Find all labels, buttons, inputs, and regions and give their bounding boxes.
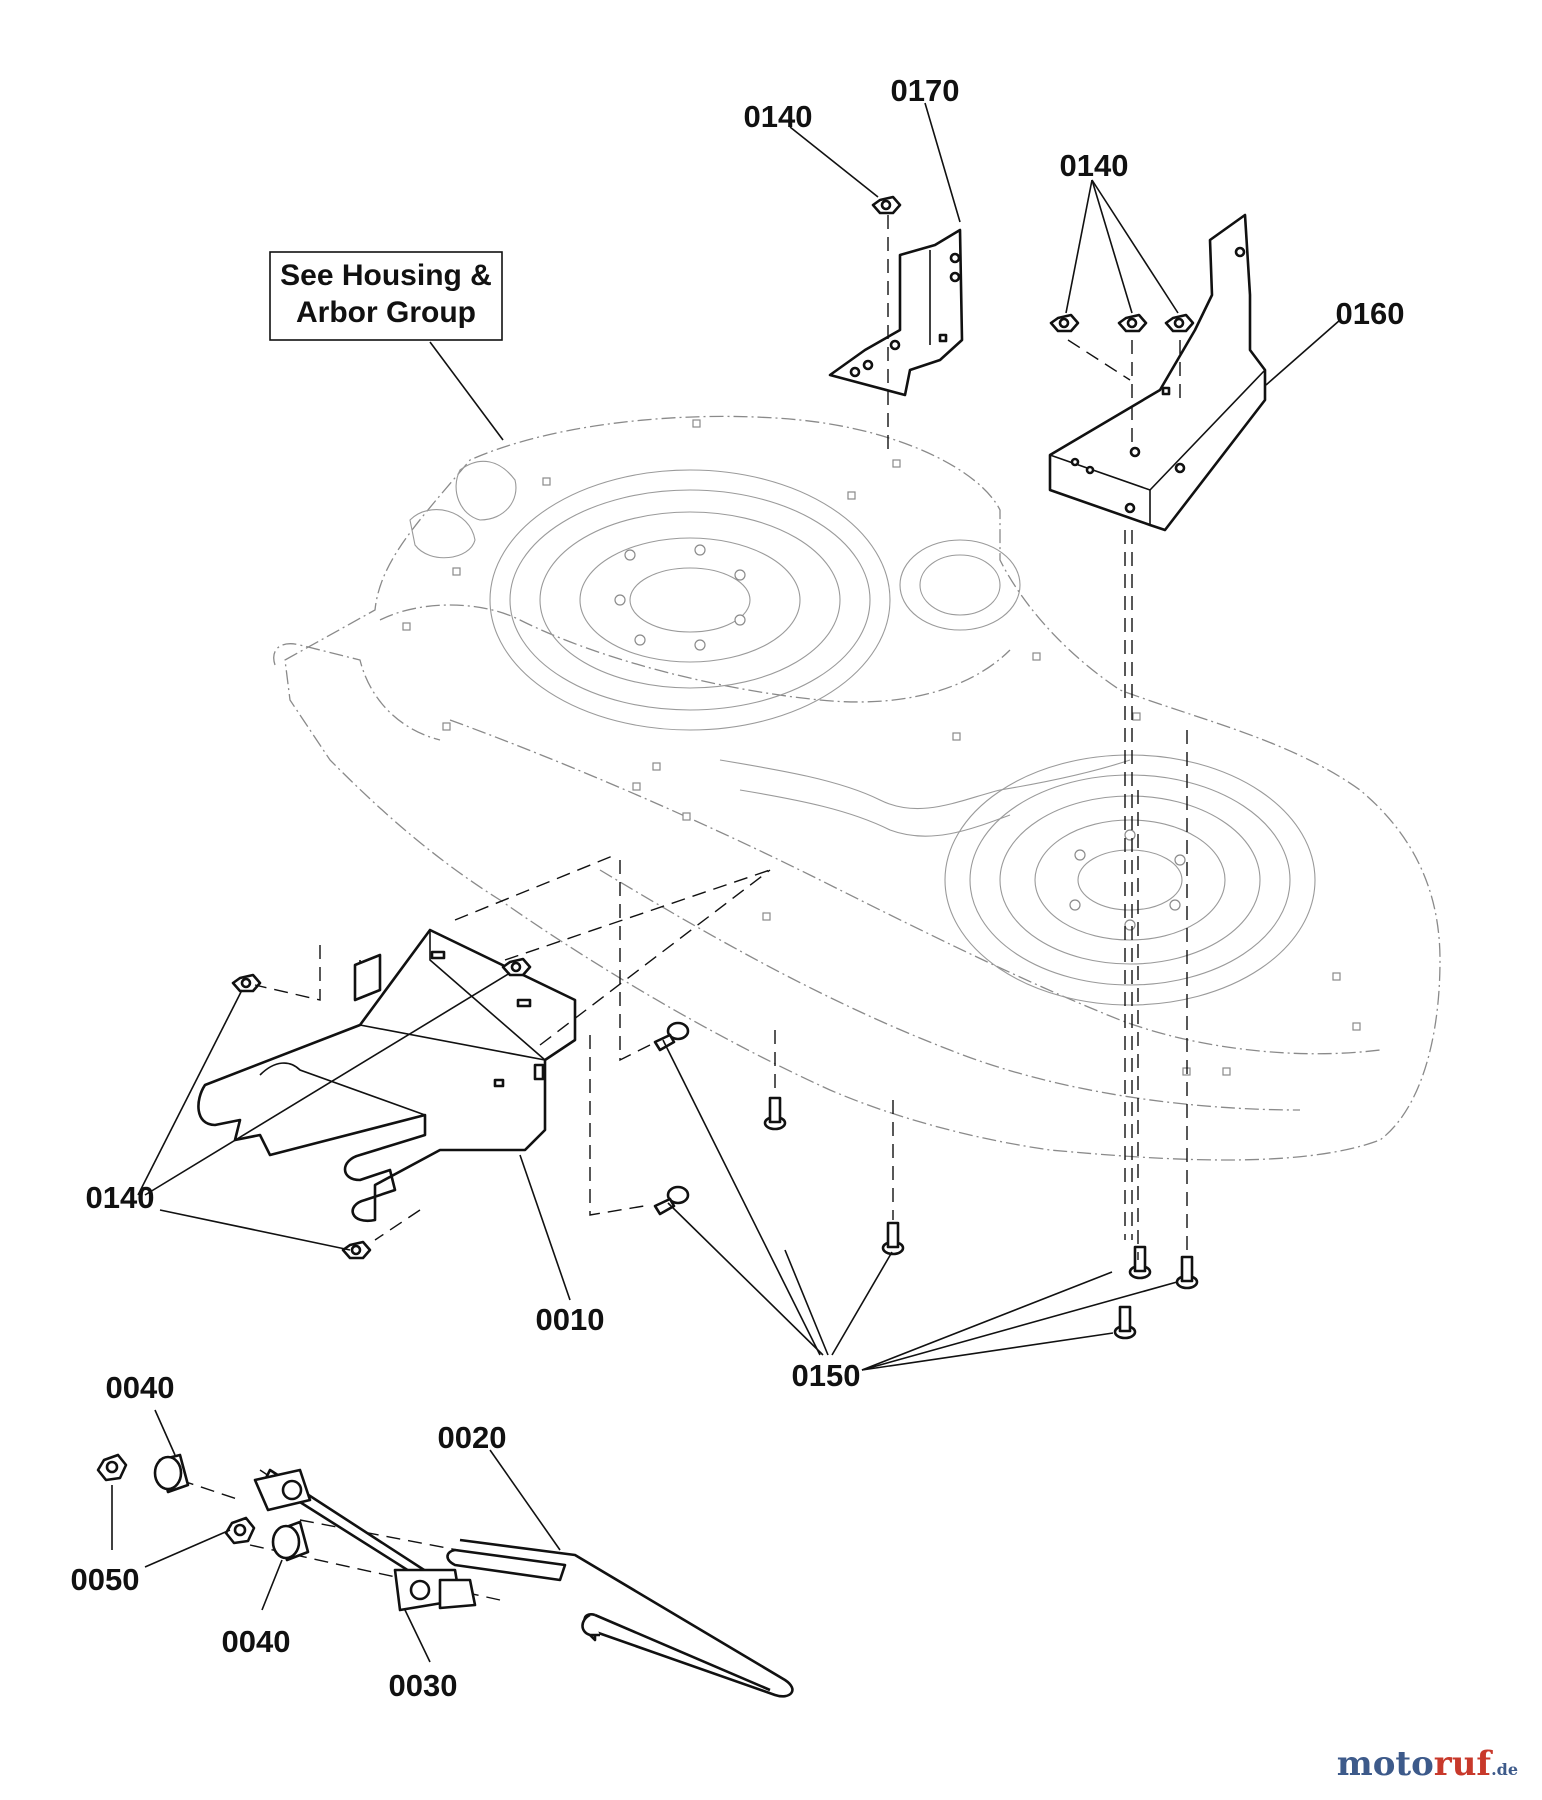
label-0020: 0020 [438,1420,507,1455]
watermark-part2: ruf [1433,1744,1492,1784]
label-0160: 0160 [1336,296,1405,331]
label-0140-right: 0140 [1060,148,1129,183]
nuts-0050 [96,1453,256,1545]
nuts-0140 [231,195,1195,1260]
deck-holes [402,419,1361,1076]
bushings-0040 [153,1453,310,1562]
label-0030: 0030 [389,1668,458,1703]
bolts-0150 [653,1021,1199,1340]
label-0010: 0010 [536,1302,605,1337]
assembly-lines [179,215,1188,1601]
label-0050: 0050 [71,1562,140,1597]
label-0140-left: 0140 [86,1180,155,1215]
bracket-0170 [828,228,964,397]
leader-lines [111,102,1341,1663]
deck-housing [273,415,1441,1161]
label-0140-top: 0140 [744,99,813,134]
watermark-logo: motoruf.de [1337,1744,1518,1784]
housing-note-line2: Arbor Group [296,296,476,329]
label-0040-bottom: 0040 [222,1624,291,1659]
housing-note-line1: See Housing & [280,259,492,292]
part-labels: 0140 0170 0140 0160 0140 0010 0150 0040 … [71,73,1405,1703]
bracket-0160 [1048,213,1267,532]
shield-0010 [197,928,577,1223]
housing-note: See Housing & Arbor Group [269,251,504,441]
watermark-part1: moto [1336,1744,1434,1784]
watermark-suffix: .de [1491,1760,1518,1779]
label-0170: 0170 [891,73,960,108]
label-0040-top: 0040 [106,1370,175,1405]
label-0150: 0150 [792,1358,861,1393]
linkage-rods [253,1468,794,1698]
